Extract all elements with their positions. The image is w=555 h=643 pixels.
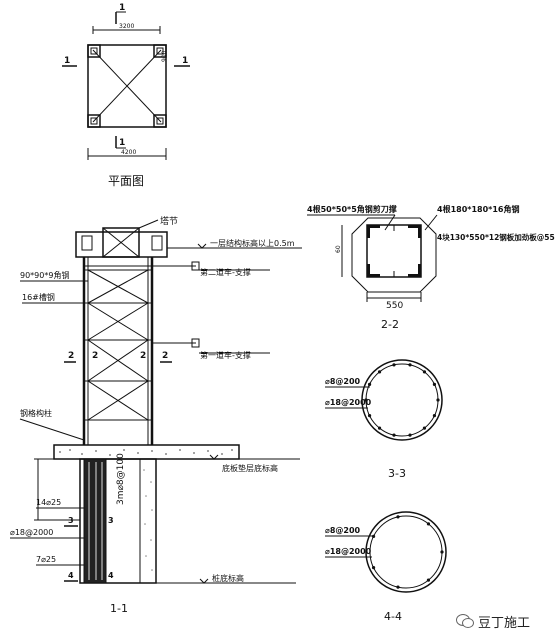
section44-spiral: ⌀18@2000: [325, 547, 372, 556]
rebar-dot: [408, 363, 412, 367]
tower-section-box: [102, 227, 140, 258]
rebar-dot: [408, 433, 412, 437]
corner-angle-br: [408, 264, 421, 277]
rebar-dot: [440, 550, 444, 554]
label-pile-bottom: 桩底标高: [212, 573, 244, 583]
rebar-dot: [432, 414, 437, 418]
label-pile-depth: 3m⌀8@100: [116, 453, 126, 505]
corner-angle-tl: [367, 225, 380, 238]
pile-column-extension: [139, 458, 157, 584]
brace-1b: [87, 269, 149, 304]
dim-bottom-text: 4200: [121, 149, 136, 156]
plan-diagonal-2: [92, 49, 162, 123]
section33-inner-circle: [365, 363, 439, 437]
section44-rebars: [371, 515, 444, 589]
section22-dim-width: 550: [386, 301, 403, 311]
label-tie-second: 第二道牢-支撑: [200, 267, 251, 277]
section-3-3: ⌀8@200 ⌀18@2000 3-3: [325, 359, 443, 480]
section-2-2: 4根50*50*5角钢剪刀撑 4根180*180*16角钢 4块130*550*…: [307, 204, 555, 331]
rebar-dot: [377, 426, 382, 430]
label-corner-angle: 4根180*180*16角钢: [437, 204, 519, 214]
rebar-dot: [432, 382, 437, 386]
section-3-right: 3: [108, 516, 114, 525]
section33-title: 3-3: [388, 467, 406, 480]
pile-rebar-cage: [83, 458, 107, 584]
section33-rebars: [364, 363, 440, 437]
section-4-right: 4: [108, 571, 114, 580]
section-4-left: 4: [68, 571, 74, 580]
section22-dim-side: 60: [335, 245, 342, 253]
section-4-4: ⌀8@200 ⌀18@2000 4-4: [325, 511, 447, 623]
section44-title: 4-4: [384, 610, 402, 623]
rebar-dot: [392, 363, 396, 367]
rebar-dot: [436, 398, 440, 402]
rebar-dot: [371, 566, 376, 570]
label-stiffener-plate: 4块130*550*12钢板加劲板@550: [437, 232, 555, 242]
rebar-dot: [396, 585, 400, 589]
rebar-dot: [396, 515, 400, 519]
raft-hatch: [59, 449, 233, 456]
section-2-inner-left: 2: [92, 351, 98, 361]
pile-hatch: [143, 469, 153, 571]
brace-2b: [87, 302, 149, 341]
section33-stirrup: ⌀8@200: [325, 377, 361, 386]
section44-inner-circle: [369, 515, 443, 589]
section-2-right: 2: [162, 351, 168, 361]
section-2-left: 2: [68, 351, 74, 361]
watermark-text: 豆丁施工: [478, 615, 531, 631]
plan-column-br: [153, 114, 167, 128]
label-lattice-column: 钢格构柱: [20, 408, 52, 418]
brace-4b: [87, 380, 149, 421]
rebar-dot: [377, 370, 382, 374]
plan-view: 1 3200 1 1 900 1 4200 平面图: [62, 3, 190, 188]
dim-side-text: 900: [161, 50, 168, 62]
label-tie-first: 第一道牢-支撑: [200, 350, 251, 360]
plan-column-tr: [153, 44, 167, 58]
section-mark-left: 1: [64, 56, 70, 66]
section33-spiral: ⌀18@2000: [325, 398, 372, 407]
label-spiral: ⌀18@2000: [10, 528, 53, 537]
rebar-dot: [367, 414, 372, 418]
rebar-dot: [367, 382, 372, 386]
label-channel-steel: 16#槽钢: [22, 292, 55, 302]
brace-3b: [87, 339, 149, 382]
label-angle-steel: 90*90*9角钢: [20, 270, 69, 280]
rebar-dot: [422, 370, 427, 374]
watermark: 豆丁施工: [456, 610, 551, 632]
label-tower-section: 塔节: [160, 215, 178, 227]
section22-outline: [351, 217, 437, 293]
corner-angle-tr: [408, 225, 421, 238]
plan-column-bl: [87, 114, 101, 128]
plan-column-tl: [87, 44, 101, 58]
rebar-dot: [392, 433, 396, 437]
wechat-icon: [456, 613, 474, 629]
corner-angle-bl: [367, 264, 380, 277]
section22-title: 2-2: [381, 318, 399, 331]
rebar-dot: [364, 398, 368, 402]
section-mark-right: 1: [182, 56, 188, 66]
rebar-dot: [422, 426, 427, 430]
label-floor-level: 一层结构标高以上0.5m: [210, 238, 295, 248]
rebar-dot: [426, 522, 431, 526]
section22-core: [366, 224, 422, 278]
section-mark-bottom: 1: [119, 138, 125, 148]
dim-top-text: 3200: [119, 23, 134, 30]
label-angle-brace: 4根50*50*5角钢剪刀撑: [307, 204, 397, 214]
section44-stirrup: ⌀8@200: [325, 526, 361, 535]
elevation-title: 1-1: [110, 602, 128, 615]
label-rebar-7: 7⌀25: [36, 555, 56, 564]
rebar-dot: [426, 578, 431, 582]
section44-outer-circle: [365, 511, 447, 593]
section33-outer-circle: [361, 359, 443, 441]
label-raft-bottom: 底板垫层底标高: [222, 463, 278, 473]
elevation-1-1: 塔节 一层结构标高以上0.5m 第二道牢-支撑 第一道牢: [10, 215, 302, 615]
section-3-left: 3: [68, 516, 74, 525]
section-mark-top: 1: [119, 3, 125, 13]
label-rebar-14: 14⌀25: [36, 498, 61, 507]
plan-title: 平面图: [108, 174, 144, 188]
section-2-inner-right: 2: [140, 351, 146, 361]
plan-outline: [87, 44, 167, 128]
